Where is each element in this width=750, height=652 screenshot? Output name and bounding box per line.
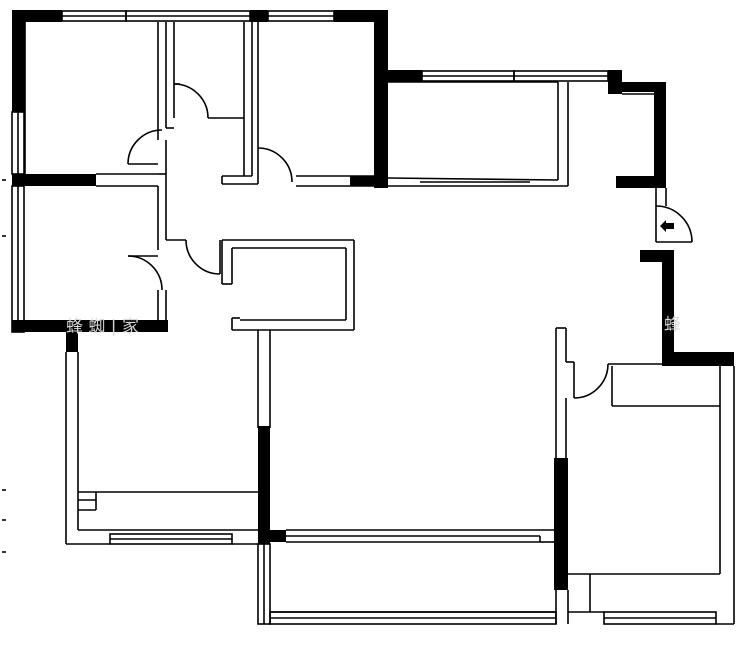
wall-segment	[640, 250, 666, 262]
room-bedroom-bottom-right	[554, 327, 735, 625]
wall-segment	[12, 10, 62, 22]
wall-segment	[350, 176, 374, 186]
door-swing	[127, 255, 163, 291]
wall-segment	[270, 530, 286, 542]
room-bedroom-bottom-left	[65, 332, 270, 545]
wall-segment	[554, 458, 568, 590]
wall-segment	[616, 176, 656, 188]
wall-segment	[334, 10, 386, 22]
corridor	[165, 118, 245, 184]
wall-segment	[622, 82, 654, 92]
watermark-right: 蜂	[664, 315, 681, 335]
entrance-door	[640, 188, 693, 364]
wall-segment	[258, 426, 270, 544]
room-study-top-right	[387, 70, 666, 188]
wall-segment	[250, 10, 268, 22]
door-swing	[127, 129, 163, 165]
room-bath-top	[125, 10, 251, 119]
wall-segment	[388, 70, 422, 82]
wall-segment	[374, 10, 388, 188]
door-swing	[173, 83, 209, 119]
wall-segment	[608, 70, 622, 94]
room-bedroom-top-left	[11, 10, 167, 175]
room-bath-middle	[221, 239, 355, 428]
door-swing	[257, 147, 293, 183]
room-bedroom-middle-left	[11, 129, 221, 333]
edge-marks	[2, 179, 6, 553]
watermark-left: 蜂 蜘 | 家	[66, 317, 139, 337]
door-swing	[655, 205, 693, 243]
wall-segment	[12, 174, 96, 186]
door-swing	[185, 239, 221, 275]
wall-segment	[662, 250, 674, 364]
entrance-arrow-icon	[660, 220, 674, 232]
wall-segment	[12, 320, 168, 332]
wall-segment	[66, 332, 78, 352]
room-balcony-bottom	[257, 529, 557, 625]
room-bedroom-top-middle	[222, 10, 388, 188]
wall-segment	[654, 82, 666, 188]
wall-segment	[662, 352, 734, 366]
door-swing	[573, 363, 609, 399]
wall-segment	[12, 10, 25, 112]
